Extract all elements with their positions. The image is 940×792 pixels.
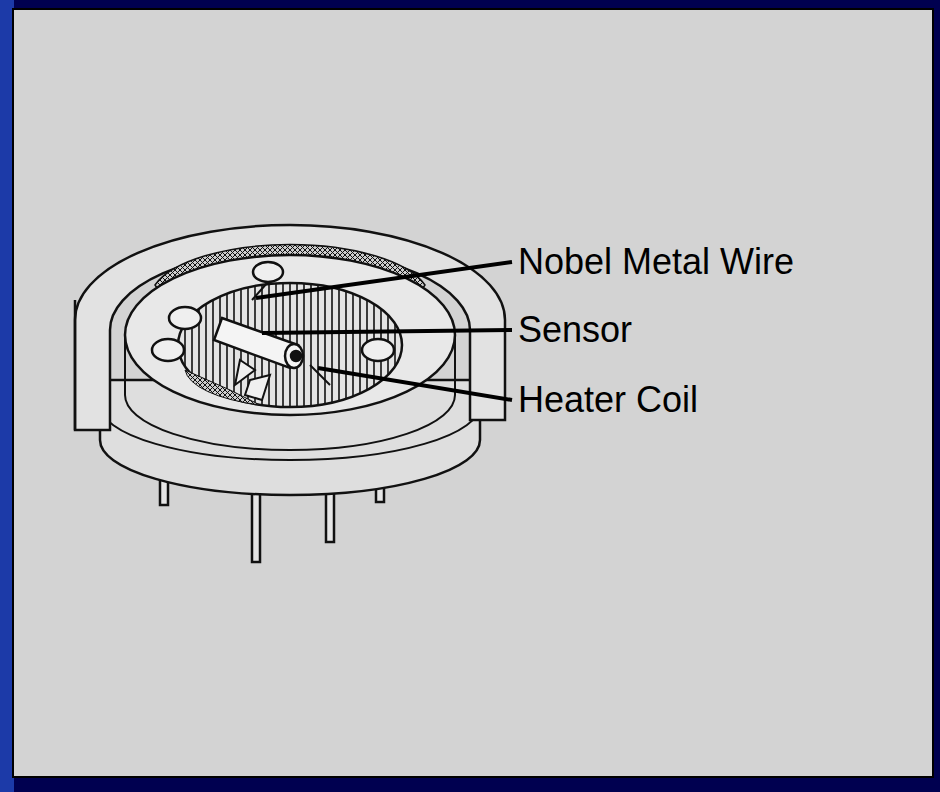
part-label: Heater Coil	[518, 380, 698, 420]
part-label: Sensor	[518, 310, 632, 350]
leader-lines	[256, 262, 512, 400]
part-label: Nobel Metal Wire	[518, 242, 794, 282]
